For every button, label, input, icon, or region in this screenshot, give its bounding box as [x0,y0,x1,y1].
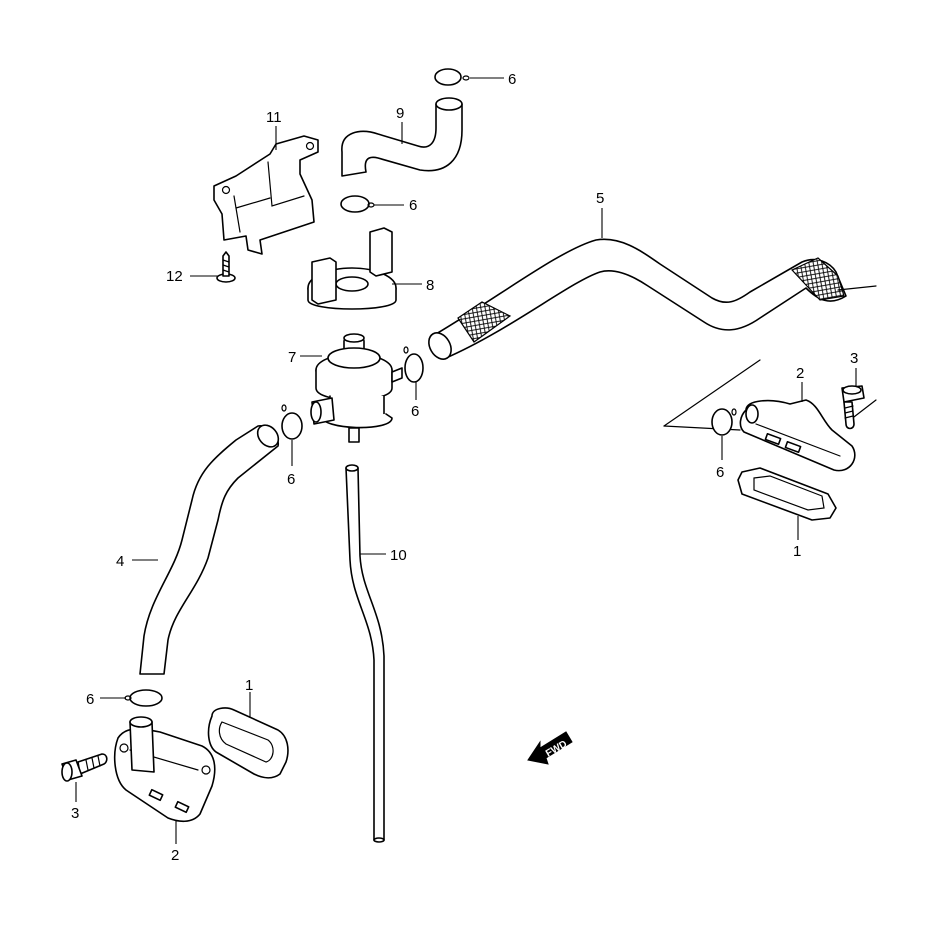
clamp-6-right [711,408,737,436]
callout-labels: 6 9 11 6 5 12 8 7 6 3 2 6 6 1 4 10 1 6 3… [71,71,858,864]
callout-1: 1 [245,677,253,694]
callout-6: 6 [716,464,724,481]
clamp-6-top [434,68,470,86]
cover-2-left [113,716,216,823]
bolt-3-left [61,753,108,782]
bolt-3-right [841,385,865,430]
callout-3: 3 [850,350,858,367]
callout-2: 2 [796,365,804,382]
callout-7: 7 [288,349,296,366]
hose-4 [139,424,280,675]
hose-9 [341,97,463,177]
callout-8: 8 [426,277,434,294]
callout-4: 4 [116,553,124,570]
tube-10 [345,464,385,843]
callout-6: 6 [287,471,295,488]
fwd-arrow-icon: FWD [527,731,573,765]
callout-6: 6 [86,691,94,708]
gasket-1-left [207,707,289,779]
clamp-6-valve-right [403,346,424,383]
fwd-badge-text: FWD [544,739,569,760]
clamp-6-mid [340,195,375,213]
callout-3: 3 [71,805,79,822]
mount-8 [307,227,397,310]
hose-5 [428,238,847,360]
callout-6: 6 [508,71,516,88]
clamp-6-valve-left [281,404,303,440]
callout-2: 2 [171,847,179,864]
callout-9: 9 [396,105,404,122]
bracket-11 [213,135,319,255]
callout-11: 11 [266,109,282,126]
callout-10: 10 [390,547,407,564]
callout-1: 1 [793,543,801,560]
leader-lines [75,77,857,844]
callout-6: 6 [411,403,419,420]
clamp-6-lower-left [124,689,163,707]
valve-7 [310,333,403,443]
cover-2-right [739,399,856,472]
screw-12 [216,251,236,283]
callout-12: 12 [166,268,183,285]
gasket-1-right [737,467,837,521]
callout-5: 5 [596,190,604,207]
callout-6: 6 [409,197,417,214]
